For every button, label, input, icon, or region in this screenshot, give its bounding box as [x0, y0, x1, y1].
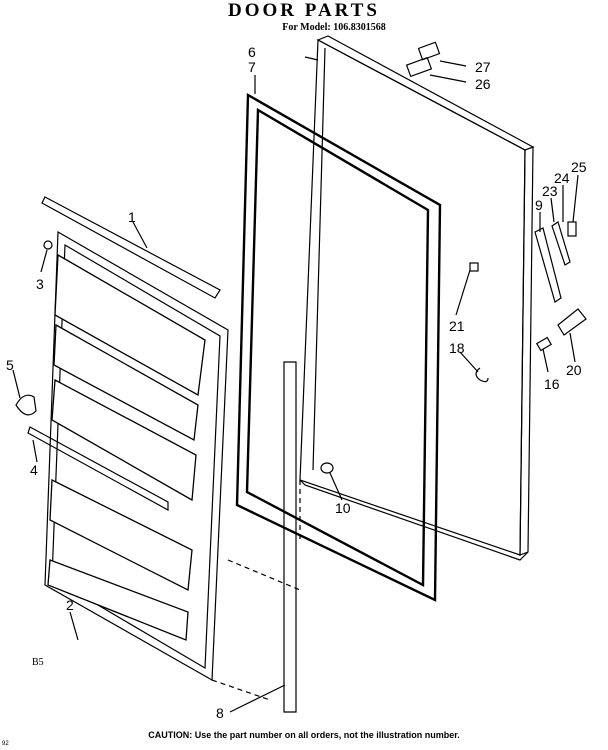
- top-trim-strip: [41, 196, 221, 299]
- outer-door-inner-line: [312, 47, 326, 471]
- callout-16: 16: [544, 376, 560, 392]
- corner-mark: 92: [2, 741, 9, 747]
- callout-7: 7: [248, 59, 256, 75]
- part-16-screw: [535, 336, 553, 352]
- part-10-plug: [320, 462, 334, 474]
- outer-door-bottom-edge: [299, 479, 529, 561]
- part-3-screw: [43, 240, 53, 250]
- door-liner-inner: [51, 243, 221, 670]
- vertical-trim-strip: [283, 361, 297, 713]
- callout-21: 21: [449, 318, 465, 334]
- callout-6: 6: [248, 44, 256, 60]
- door-liner: [44, 230, 229, 682]
- outer-door-face: [299, 39, 526, 556]
- part-18-bracket: [475, 367, 489, 383]
- gasket-inner: [245, 107, 430, 587]
- door-shelf-middle: [51, 378, 197, 502]
- callout-5: 5: [6, 357, 14, 373]
- model-subtitle: For Model: 106.8301568: [282, 22, 386, 33]
- page-title: DOOR PARTS: [228, 0, 380, 21]
- callout-2: 2: [66, 597, 74, 613]
- part-23-handle-piece: [551, 221, 571, 266]
- gasket-outer: [235, 92, 442, 602]
- part-27-cover: [417, 41, 441, 61]
- door-shelf-bottom: [47, 559, 189, 641]
- caution-caption: CAUTION: Use the part number on all orde…: [148, 730, 460, 740]
- callout-8: 8: [216, 705, 224, 721]
- door-shelf-lower: [49, 478, 193, 592]
- part-9-handle: [534, 227, 562, 303]
- callout-24: 24: [554, 170, 570, 186]
- callout-9: 9: [535, 197, 543, 213]
- alignment-lines: [211, 480, 301, 701]
- callout-3: 3: [36, 276, 44, 292]
- callout-4: 4: [30, 462, 38, 478]
- callout-25: 25: [571, 159, 587, 175]
- callout-10: 10: [335, 500, 351, 516]
- callout-18: 18: [449, 340, 465, 356]
- outer-door-top-edge: [316, 35, 535, 151]
- part-20-hinge: [557, 308, 587, 336]
- door-gasket: [235, 92, 442, 602]
- part-25-cap: [567, 221, 577, 237]
- callout-23: 23: [542, 183, 558, 199]
- part-5-latch: [15, 394, 37, 416]
- leader-lines: [12, 56, 579, 713]
- shelf-retainer-bar: [27, 426, 169, 512]
- door-shelf-top: [54, 253, 206, 397]
- outer-door-side-edge: [519, 146, 534, 556]
- callout-labels: 1 2 3 4 5 6 7 8 9 10 16 18 20 21 23 24 2…: [6, 44, 587, 721]
- outer-door-panel: [299, 35, 535, 561]
- callout-20: 20: [566, 362, 582, 378]
- stamp-code: B5: [32, 657, 44, 668]
- part-26-block: [405, 56, 433, 78]
- door-shelf-upper: [53, 323, 199, 442]
- part-21-clip: [469, 262, 479, 272]
- callout-1: 1: [128, 209, 136, 225]
- callout-26: 26: [475, 76, 491, 92]
- callout-27: 27: [475, 59, 491, 75]
